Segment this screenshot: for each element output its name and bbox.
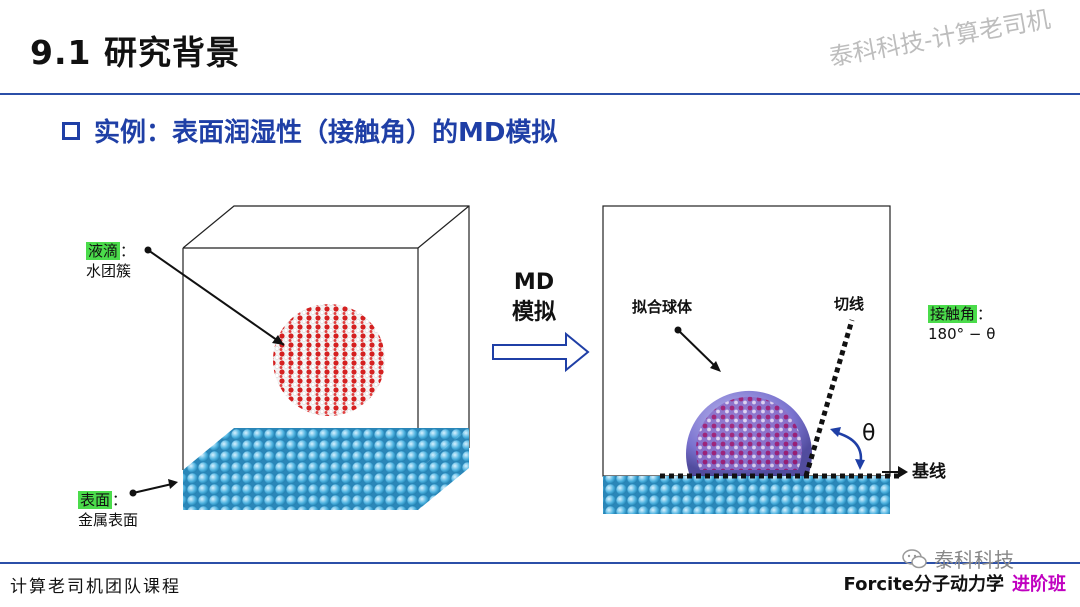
theta-label: θ <box>862 421 876 446</box>
droplet-tag: 液滴 <box>86 242 121 260</box>
contact-angle-label: 接触角： 180° − θ <box>928 304 995 344</box>
square-bullet-icon <box>62 121 80 140</box>
surface-pointer <box>129 479 178 497</box>
water-cluster-left <box>273 304 385 416</box>
baseline-label: 基线 <box>912 462 946 482</box>
fit-sphere-label: 拟合球体 <box>632 298 693 316</box>
contact-angle-tag: 接触角 <box>928 305 978 323</box>
droplet-desc: 水团簇 <box>86 262 132 280</box>
wechat-watermark: 泰科科技 <box>902 544 1014 573</box>
surface-tag: 表面 <box>78 491 113 509</box>
droplet-colon: ： <box>120 242 136 260</box>
sphere-pointer <box>674 326 721 372</box>
md-arrow-icon <box>492 331 590 373</box>
surface-desc: 金属表面 <box>78 511 139 529</box>
footer-course-title: Forcite分子动力学进阶班 <box>844 570 1066 596</box>
droplet-pointer <box>144 246 285 346</box>
metal-surface-slab-left <box>183 428 469 510</box>
droplet-label: 液滴： 水团簇 <box>86 241 135 281</box>
wechat-text: 泰科科技 <box>934 548 1014 572</box>
theta-arc-icon <box>830 427 865 470</box>
footer-course-name: 计算老司机团队课程 <box>10 577 181 597</box>
subtitle-text: 实例：表面润湿性（接触角）的MD模拟 <box>94 118 558 148</box>
tangent-label: 切线 <box>834 295 865 313</box>
md-label-line2: 模拟 <box>511 300 556 325</box>
surface-label: 表面： 金属表面 <box>78 490 138 530</box>
footer-divider <box>0 562 1080 564</box>
title-divider <box>0 93 1080 95</box>
page-title: 9.1 研究背景 <box>30 33 240 72</box>
wechat-icon <box>902 548 927 568</box>
footer-course-main: Forcite分子动力学 <box>843 574 1004 595</box>
md-label-line1: MD <box>513 270 555 295</box>
fitted-sphere <box>686 390 812 476</box>
surface-colon: ： <box>112 491 128 509</box>
md-simulation-label: MD 模拟 <box>494 268 574 328</box>
tangent-line <box>803 319 855 477</box>
contact-angle-formula: 180° − θ <box>928 325 996 343</box>
contact-angle-colon: ： <box>977 305 993 323</box>
left-simulation-box <box>182 205 470 470</box>
footer-course-accent: 进阶班 <box>1012 574 1066 595</box>
baseline-pointer <box>882 466 908 478</box>
subtitle: 实例：表面润湿性（接触角）的MD模拟 <box>62 112 557 149</box>
metal-surface-slab-right <box>603 476 890 514</box>
